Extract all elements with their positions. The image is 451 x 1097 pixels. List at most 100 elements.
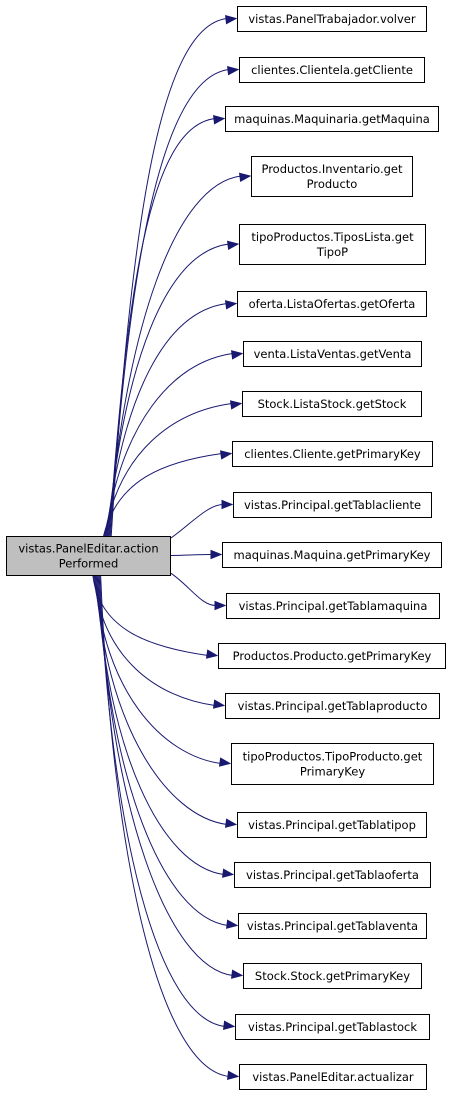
callee-node[interactable]: clientes.Clientela.getCliente [239, 57, 425, 83]
callee-node-box [235, 1014, 430, 1040]
arrowhead [231, 969, 244, 979]
callee-node-box [222, 542, 442, 568]
callee-node[interactable]: vistas.Principal.getTablaproducto [225, 693, 440, 719]
call-edge [103, 403, 233, 537]
callee-node[interactable]: vistas.Principal.getTablaoferta [234, 862, 431, 888]
callee-node-box [234, 862, 431, 888]
callee-node-box [239, 224, 426, 265]
callee-node-label: vistas.PanelTrabajador.volver [248, 12, 415, 26]
callee-node-box [225, 106, 439, 132]
callee-node-box [225, 693, 440, 719]
arrowhead [226, 240, 240, 251]
callee-node-label: vistas.Principal.getTablaproducto [238, 699, 428, 713]
call-edge [110, 18, 228, 537]
arrowhead [213, 115, 226, 125]
call-edge [108, 118, 216, 537]
callee-node-label: maquinas.Maquinaria.getMaquina [234, 112, 430, 126]
callee-node-box [238, 913, 427, 939]
call-edge [109, 69, 230, 537]
call-edge [107, 175, 242, 537]
call-edge [98, 575, 234, 976]
callee-node[interactable]: maquinas.Maquinaria.getMaquina [225, 106, 439, 132]
callee-node-box [218, 643, 446, 669]
call-edge [104, 353, 234, 537]
callee-node-box [237, 6, 427, 32]
call-edge [170, 504, 224, 539]
arrowhead [229, 400, 243, 410]
callee-node[interactable]: vistas.Principal.getTablamaquina [226, 593, 440, 619]
arrowhead [224, 300, 238, 310]
call-edge [106, 243, 230, 537]
callee-node[interactable]: oferta.ListaOfertas.getOferta [237, 291, 427, 317]
arrowhead [205, 649, 219, 659]
callee-node-label: Stock.ListaStock.getStock [258, 397, 407, 411]
callee-node-label: venta.ListaVentas.getVenta [254, 347, 412, 361]
callee-node-label: tipoProductos.TipoProducto.get [243, 750, 423, 764]
call-edge [99, 575, 226, 1027]
callee-node-label: vistas.Principal.getTablaoferta [246, 868, 419, 882]
arrowhead [221, 868, 235, 878]
arrowhead [227, 66, 240, 76]
callee-node-label: Producto [307, 177, 358, 191]
callee-node[interactable]: maquinas.Maquina.getPrimaryKey [222, 542, 442, 568]
callee-node[interactable]: venta.ListaVentas.getVenta [243, 341, 422, 367]
callee-node-label: clientes.Clientela.getCliente [251, 63, 413, 77]
callee-node-box [232, 441, 433, 467]
root-node-label: vistas.PanelEditar.action [18, 542, 158, 556]
arrowhead [225, 919, 239, 929]
arrowhead [227, 1070, 240, 1080]
call-edge [95, 575, 228, 825]
callee-node-box [239, 1064, 427, 1090]
callee-node-label: vistas.Principal.getTablamaquina [239, 599, 428, 613]
call-edge [105, 303, 228, 537]
callee-node[interactable]: vistas.Principal.getTablatipop [237, 812, 427, 838]
root-node-label: Performed [59, 557, 119, 571]
arrowhead [223, 1020, 236, 1030]
callee-node-label: TipoP [316, 245, 348, 259]
callee-node[interactable]: vistas.Principal.getTablaventa [238, 913, 427, 939]
callee-node-box [239, 57, 425, 83]
callee-node-box [243, 963, 422, 989]
callee-node-box [226, 593, 440, 619]
callee-node-label: vistas.Principal.getTablatipop [248, 818, 416, 832]
callee-node-label: oferta.ListaOfertas.getOferta [249, 297, 416, 311]
call-edge [92, 575, 209, 656]
root-node-box [6, 536, 171, 576]
arrowhead [239, 172, 252, 182]
callee-node-box [237, 291, 427, 317]
callee-node-label: clientes.Cliente.getPrimaryKey [244, 447, 421, 461]
arrowhead [230, 350, 244, 360]
callee-node[interactable]: Stock.Stock.getPrimaryKey [243, 963, 422, 989]
arrowhead [214, 600, 227, 611]
arrowhead [218, 757, 232, 767]
call-edge [100, 575, 230, 1077]
call-edges [92, 14, 252, 1080]
arrowhead [219, 450, 233, 460]
callee-node-label: PrimaryKey [300, 765, 365, 779]
callee-node[interactable]: clientes.Cliente.getPrimaryKey [232, 441, 433, 467]
callee-node[interactable]: tipoProductos.TipoProducto.getPrimaryKey [231, 743, 434, 785]
call-edge [96, 575, 225, 875]
callee-node[interactable]: Productos.Producto.getPrimaryKey [218, 643, 446, 669]
arrowhead [212, 699, 226, 709]
call-edge [103, 453, 223, 537]
arrowhead [224, 818, 238, 828]
callee-node[interactable]: Stock.ListaStock.getStock [242, 391, 422, 417]
callee-node-label: vistas.Principal.getTablacliente [244, 498, 421, 512]
callee-node[interactable]: vistas.PanelTrabajador.volver [237, 6, 427, 32]
callee-node[interactable]: vistas.PanelEditar.actualizar [239, 1064, 427, 1090]
call-edge [94, 575, 222, 764]
callee-node-label: vistas.Principal.getTablaventa [247, 919, 418, 933]
callee-node-box [237, 812, 427, 838]
call-nodes: vistas.PanelEditar.actionPerformedvistas… [6, 6, 446, 1090]
callee-node-box [242, 391, 422, 417]
callee-node[interactable]: vistas.Principal.getTablastock [235, 1014, 430, 1040]
callee-node[interactable]: vistas.Principal.getTablacliente [233, 492, 432, 518]
callee-node-box [231, 743, 434, 785]
call-edge [170, 572, 217, 606]
callee-node-label: tipoProductos.TiposLista.get [251, 230, 414, 244]
